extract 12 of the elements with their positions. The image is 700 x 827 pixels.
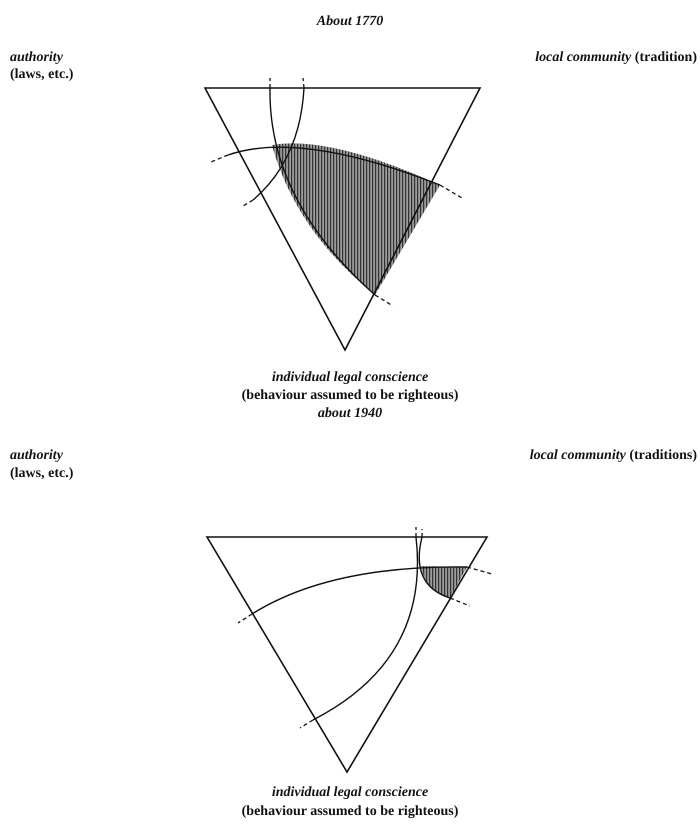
corner-label: local community (traditions): [530, 448, 697, 464]
corner-label: authority: [10, 50, 63, 66]
date-label: About 1770: [316, 14, 384, 30]
vertex-label: individual legal conscience: [272, 785, 428, 801]
corner-label: local community (tradition): [535, 50, 697, 66]
corner-label: (laws, etc.): [10, 466, 74, 482]
vertex-label: individual legal conscience: [272, 370, 428, 386]
corner-label: authority: [10, 448, 63, 464]
date-label: about 1940: [318, 406, 382, 422]
corner-label: (laws, etc.): [10, 67, 74, 83]
vertex-label: (behaviour assumed to be righteous): [242, 804, 458, 820]
vertex-label: (behaviour assumed to be righteous): [242, 388, 458, 404]
